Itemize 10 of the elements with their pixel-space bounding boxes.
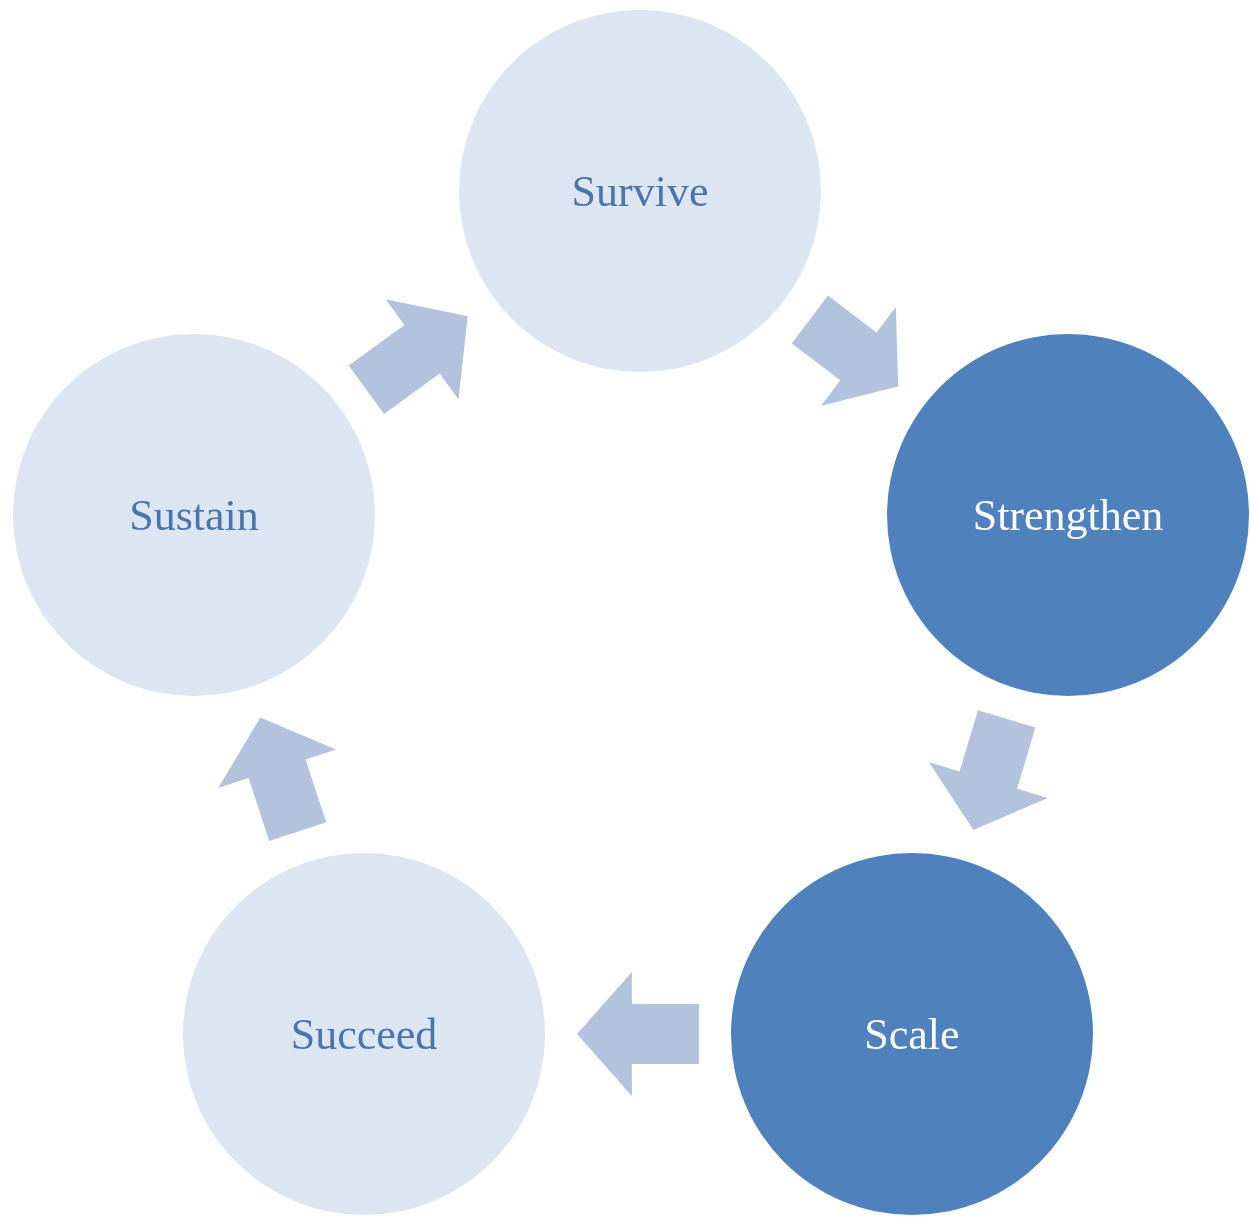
stage-label: Succeed: [290, 1008, 438, 1060]
stage-label: Scale: [864, 1008, 960, 1060]
stage-label: Strengthen: [972, 489, 1164, 541]
block-arrow: [577, 972, 699, 1096]
block-arrow: [218, 717, 336, 841]
block-arrow: [929, 710, 1048, 830]
block-arrow: [348, 299, 468, 415]
stage-label: Sustain: [129, 489, 259, 541]
block-arrow: [791, 295, 899, 406]
stage-label: Survive: [571, 165, 709, 217]
